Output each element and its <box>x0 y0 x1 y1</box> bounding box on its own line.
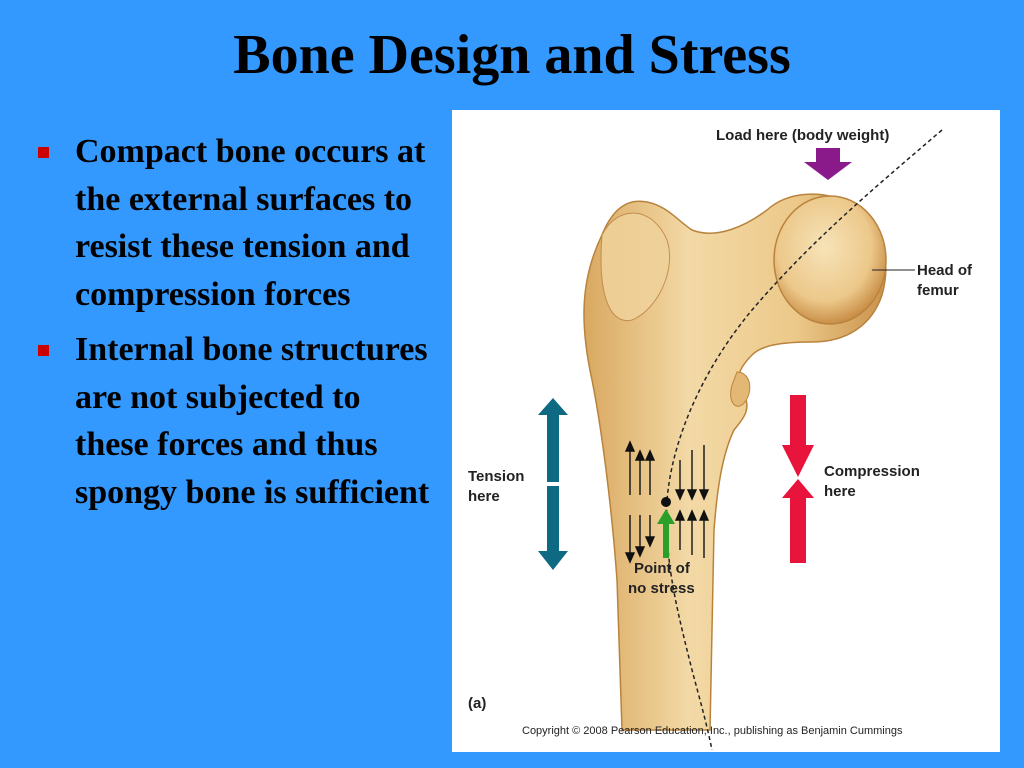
tension-label-line1: Tension <box>468 468 524 485</box>
lesser-trochanter-shape <box>730 371 751 407</box>
load-arrow-icon <box>804 148 852 180</box>
head-label-line2: femur <box>917 282 959 299</box>
femur-figure: Load here (body weight) Head of femur Te… <box>452 110 1000 752</box>
stress-arrows-group <box>624 440 710 564</box>
bullet-item: Compact bone occurs at the external surf… <box>36 128 436 318</box>
bullet-square-icon <box>38 147 49 158</box>
bullet-text: Compact bone occurs at the external surf… <box>75 133 426 313</box>
point-label-line2: no stress <box>628 580 695 597</box>
point-label-line1: Point of <box>634 560 691 577</box>
head-label-line1: Head of <box>917 262 973 279</box>
femur-head-shape <box>773 195 887 325</box>
panel-label: (a) <box>468 695 486 712</box>
neutral-arrow-icon <box>657 509 675 558</box>
no-stress-point-icon <box>661 497 671 507</box>
compression-label-line2: here <box>824 483 856 500</box>
femur-diagram: Load here (body weight) Head of femur Te… <box>468 127 973 751</box>
tension-label-line2: here <box>468 488 500 505</box>
compression-arrow-icon <box>782 395 814 563</box>
load-label: Load here (body weight) <box>716 127 889 144</box>
neutral-axis-dashed-line <box>665 129 943 751</box>
copyright-text: Copyright © 2008 Pearson Education, Inc.… <box>522 725 903 737</box>
greater-trochanter-shape <box>600 212 671 322</box>
bullet-list: Compact bone occurs at the external surf… <box>36 128 436 524</box>
tension-arrow-icon <box>538 398 568 570</box>
compression-label-line1: Compression <box>824 463 920 480</box>
slide-title: Bone Design and Stress <box>233 24 791 86</box>
bullet-item: Internal bone structures are not subject… <box>36 326 436 516</box>
bullet-square-icon <box>38 345 49 356</box>
bullet-text: Internal bone structures are not subject… <box>75 331 430 511</box>
